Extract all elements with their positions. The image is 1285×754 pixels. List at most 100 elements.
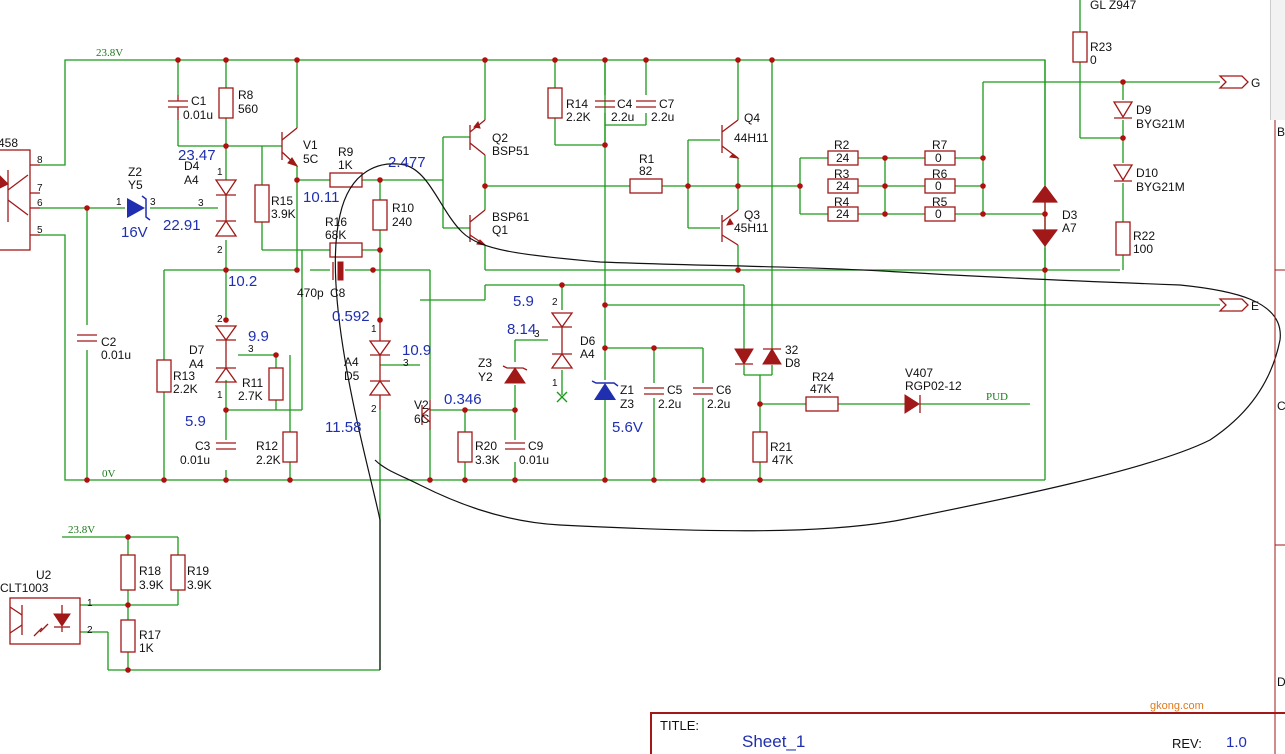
left-ic-pin8: 8 <box>37 155 43 166</box>
q4-value: 44H11 <box>734 131 769 145</box>
junction-dot <box>223 407 229 413</box>
transistor-v2 <box>421 400 431 430</box>
meas-0-592: 0.592 <box>332 308 370 325</box>
net-vcc: 23.8V <box>96 47 123 59</box>
junction-dot <box>377 317 383 323</box>
pin-d6-2: 2 <box>552 297 558 308</box>
c1-value: 0.01u <box>183 108 213 122</box>
u2-ref: U2 <box>36 568 52 582</box>
c8-value: 470p <box>297 286 324 300</box>
junction-dot <box>287 477 293 483</box>
meas-9-9: 9.9 <box>248 328 269 345</box>
r18-ref: R18 <box>139 564 161 578</box>
r4-ref: R4 <box>834 195 850 209</box>
r19-value: 3.9K <box>187 578 212 592</box>
junction-dot <box>84 477 90 483</box>
junction-dot <box>377 247 383 253</box>
q4-ref: Q4 <box>744 111 760 125</box>
zener-z3 <box>502 365 528 384</box>
meas-10-2: 10.2 <box>228 273 257 290</box>
r22-value: 100 <box>1133 242 1153 256</box>
r17-ref: R17 <box>139 628 161 642</box>
c5-value: 2.2u <box>658 397 681 411</box>
c7-ref: C7 <box>659 97 675 111</box>
capacitor-c3 <box>216 442 236 450</box>
r6-value: 0 <box>935 179 942 193</box>
resistor-r18 <box>120 554 136 591</box>
junction-dot <box>125 534 131 540</box>
junction-dot <box>882 155 888 161</box>
title-label: TITLE: <box>660 718 700 733</box>
c9-ref: C9 <box>528 439 544 453</box>
capacitor-c4 <box>595 100 615 108</box>
u2-value: CLT1003 <box>0 581 49 595</box>
r2-value: 24 <box>836 151 850 165</box>
junction-dot <box>757 401 763 407</box>
ic-labels: 458 8 7 6 5 <box>0 136 43 236</box>
components <box>0 31 1249 653</box>
resistor-r13 <box>156 359 172 393</box>
junction-dot <box>602 477 608 483</box>
border-letter-c: C <box>1277 399 1285 413</box>
r15-ref: R15 <box>271 194 293 208</box>
capacitor-c9 <box>505 442 525 450</box>
r23-ref: R23 <box>1090 40 1112 54</box>
r22-ref: R22 <box>1133 229 1155 243</box>
r3-ref: R3 <box>834 167 850 181</box>
d5-ref: D5 <box>344 369 360 383</box>
r11-ref: R11 <box>242 376 263 390</box>
meas-10-9: 10.9 <box>402 342 431 359</box>
v1-ref: V1 <box>303 138 318 152</box>
q1-ref: Q1 <box>492 223 508 237</box>
title-block: TITLE: Sheet_1 REV: 1.0 <box>650 712 1285 754</box>
diode-d7 <box>214 325 238 383</box>
resistor-r22 <box>1115 221 1131 256</box>
junction-dot <box>602 142 608 148</box>
junction-dot <box>685 183 691 189</box>
junction-dot <box>175 57 181 63</box>
junction-dot <box>735 57 741 63</box>
junction-dot <box>512 477 518 483</box>
meas-0-346: 0.346 <box>444 391 482 408</box>
pin-d6-1: 1 <box>552 378 558 389</box>
junction-dot <box>700 477 706 483</box>
pin-z2-3: 3 <box>150 197 156 208</box>
r16-ref: R16 <box>325 215 347 229</box>
resistor-r11 <box>268 367 284 401</box>
junction-dot <box>602 302 608 308</box>
r20-value: 3.3K <box>475 453 500 467</box>
meas-11-58: 11.58 <box>325 419 361 436</box>
capacitor-c1 <box>168 95 188 120</box>
junction-dot <box>1120 135 1126 141</box>
r16-value: 68K <box>325 228 346 242</box>
c9-value: 0.01u <box>519 453 549 467</box>
r4-value: 24 <box>836 207 850 221</box>
rev-value: 1.0 <box>1226 734 1247 751</box>
d6-value: A4 <box>580 347 595 361</box>
meas-22-91: 22.91 <box>163 217 201 234</box>
z3-value: Y2 <box>478 370 493 384</box>
resistor-r15 <box>254 184 270 223</box>
resistor-r21 <box>752 431 768 463</box>
net-labels: 23.8V 0V 23.8V PUD G E <box>68 47 1260 536</box>
left-ic <box>0 149 40 251</box>
pin-d6-3: 3 <box>534 329 540 340</box>
r3-value: 24 <box>836 179 850 193</box>
v407-value: RGP02-12 <box>905 379 962 393</box>
junction-dot <box>651 477 657 483</box>
left-ic-pin7: 7 <box>37 183 43 194</box>
meas-2-477: 2.477 <box>388 154 426 171</box>
side-toolbar[interactable] <box>1270 0 1285 120</box>
junction-dot <box>161 477 167 483</box>
diode-v407 <box>904 394 921 414</box>
junction-dot <box>735 267 741 273</box>
c2-ref: C2 <box>101 335 117 349</box>
resistor-r8 <box>218 87 234 119</box>
pin-numbers: 1 3 3 1 2 2 3 1 1 3 2 2 3 1 1 2 <box>87 167 558 636</box>
meas-16v: 16V <box>121 224 148 241</box>
port-e <box>1218 298 1249 312</box>
port-g <box>1218 75 1249 89</box>
net-vcc2: 23.8V <box>68 524 95 536</box>
junction-dot <box>552 57 558 63</box>
q1-value: BSP61 <box>492 210 530 224</box>
